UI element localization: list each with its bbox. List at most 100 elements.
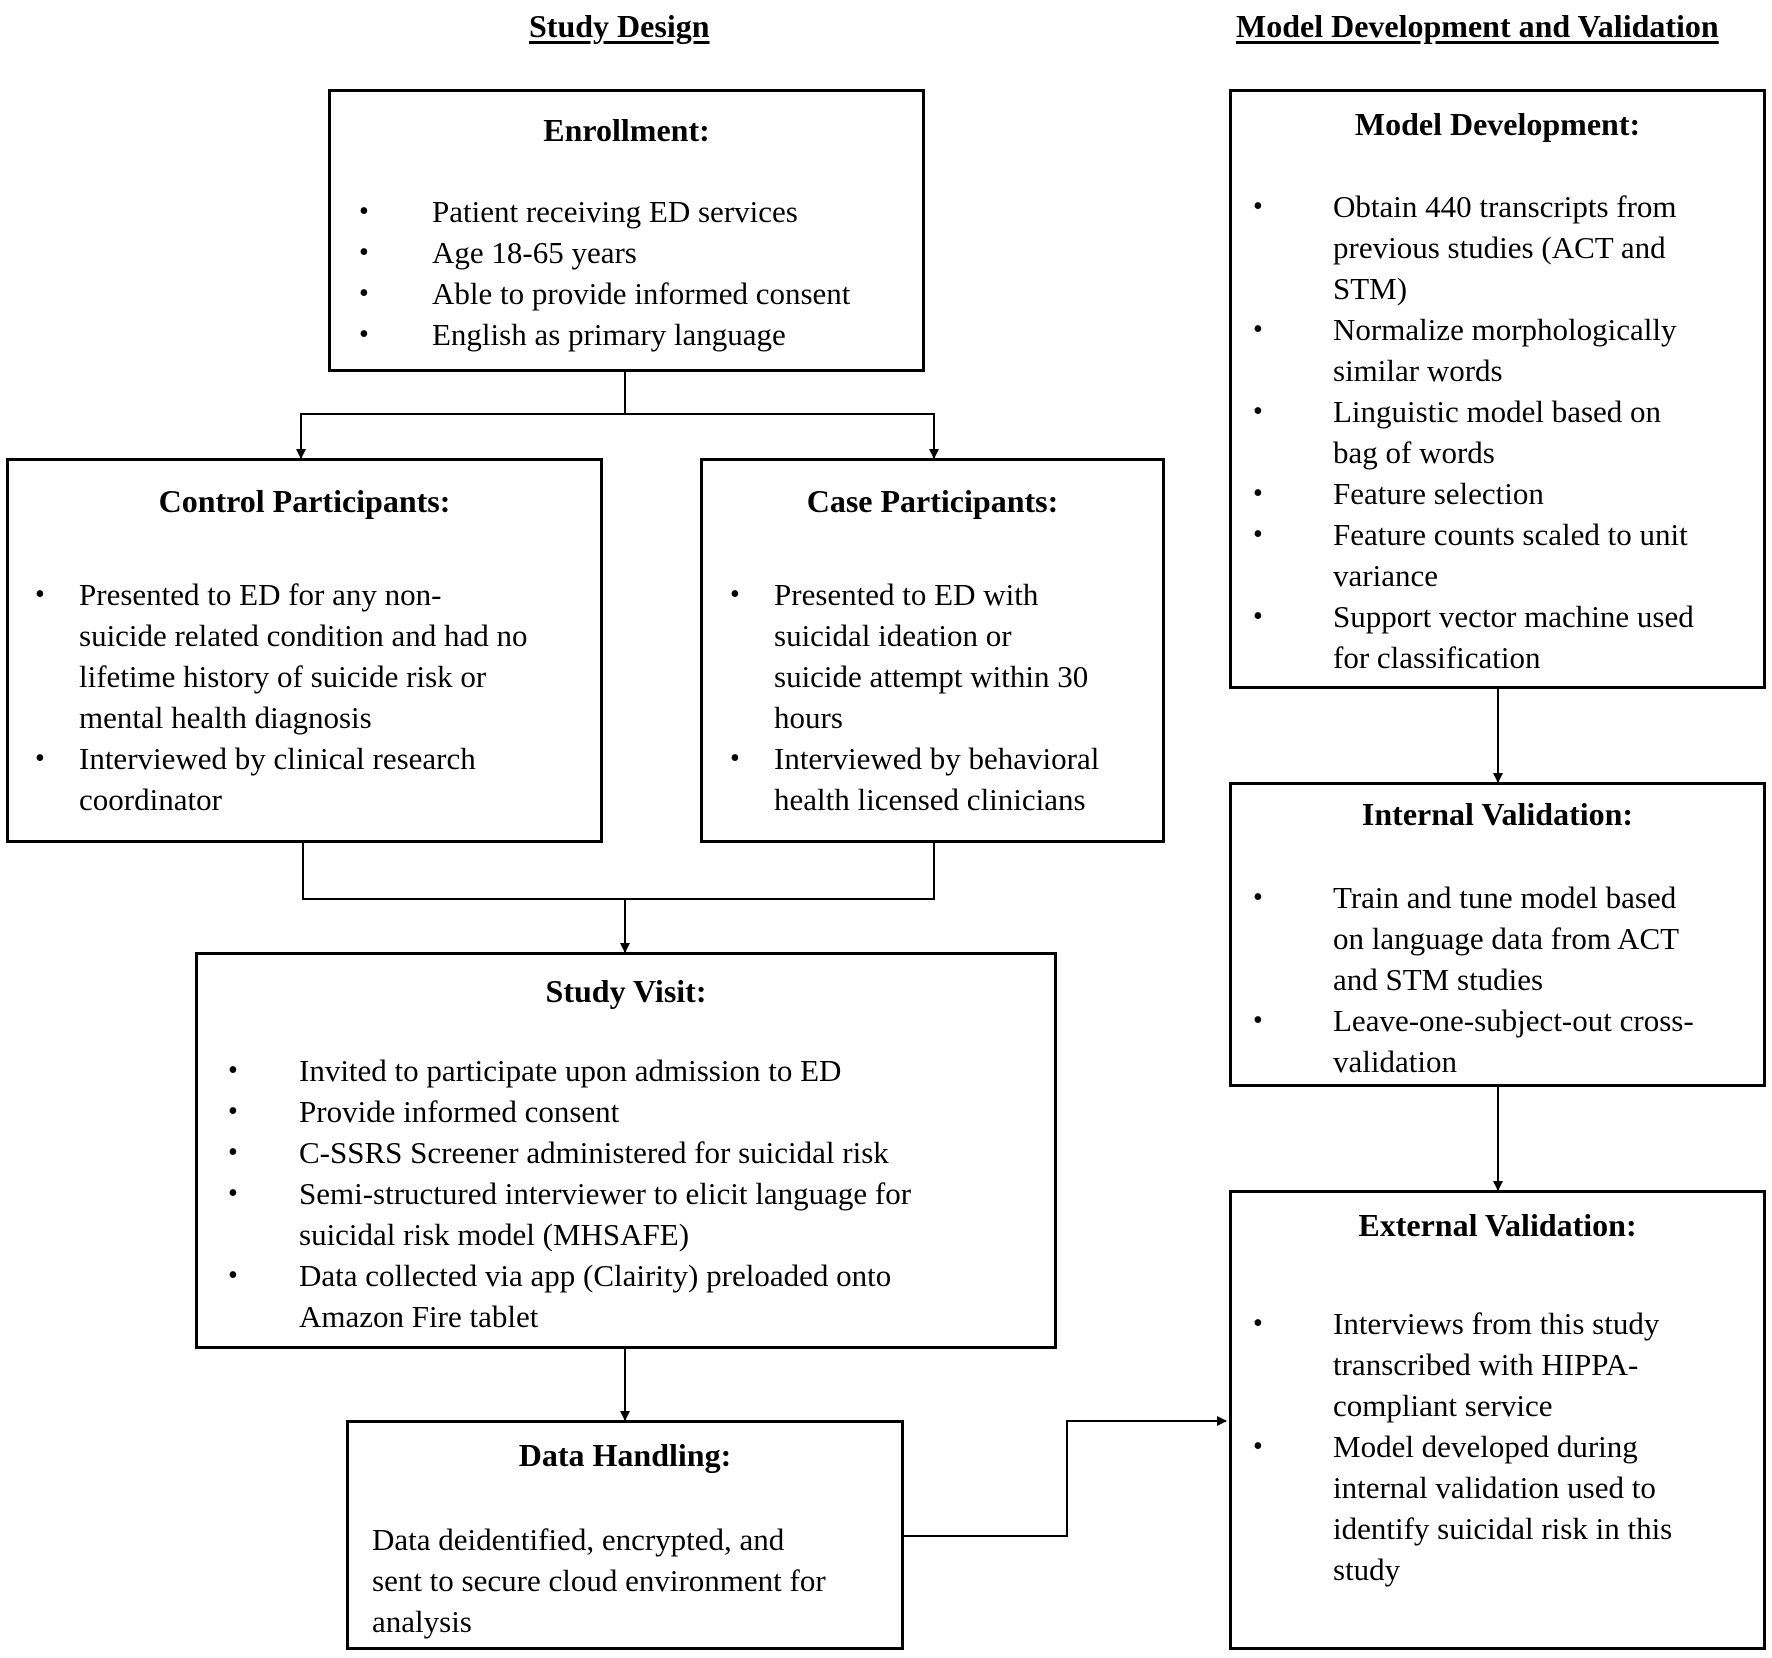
line: Feature counts scaled to unit bbox=[1333, 517, 1688, 552]
external-validation-list: Interviews from this study transcribed w… bbox=[1253, 1303, 1673, 1590]
list-item: Provide informed consent bbox=[228, 1091, 911, 1132]
line: coordinator bbox=[79, 782, 222, 817]
data-handling-text: Data deidentified, encrypted, and sent t… bbox=[372, 1519, 826, 1642]
control-list: Presented to ED for any non- suicide rel… bbox=[35, 574, 528, 820]
line: Presented to ED for any non- bbox=[79, 577, 442, 612]
list-item: Presented to ED for any non- suicide rel… bbox=[35, 574, 528, 738]
list-item: Support vector machine used for classifi… bbox=[1253, 596, 1694, 678]
case-participants-title: Case Participants: bbox=[806, 483, 1059, 519]
line: Interviews from this study bbox=[1333, 1306, 1660, 1341]
line: internal validation used to bbox=[1333, 1470, 1656, 1505]
internal-validation-list: Train and tune model based on language d… bbox=[1253, 877, 1694, 1082]
line: on language data from ACT bbox=[1333, 921, 1680, 956]
list-item: Interviews from this study transcribed w… bbox=[1253, 1303, 1672, 1426]
line: Support vector machine used bbox=[1333, 599, 1694, 634]
data-handling-title: Data Handling: bbox=[518, 1437, 732, 1473]
list-item: Model developed during internal validati… bbox=[1253, 1426, 1673, 1590]
line: Obtain 440 transcripts from bbox=[1333, 189, 1677, 224]
list-item: Linguistic model based on bag of words bbox=[1253, 391, 1694, 473]
line: Train and tune model based bbox=[1333, 880, 1677, 915]
line: Presented to ED with bbox=[774, 577, 1039, 612]
list-item: Obtain 440 transcripts from previous stu… bbox=[1253, 186, 1694, 309]
model-development-list: Obtain 440 transcripts from previous stu… bbox=[1253, 186, 1694, 678]
line: mental health diagnosis bbox=[79, 700, 372, 735]
line: suicidal risk model (MHSAFE) bbox=[299, 1217, 690, 1252]
study-visit-title: Study Visit: bbox=[545, 973, 707, 1009]
line: Feature selection bbox=[1333, 476, 1544, 511]
model-development-header: Model Development and Validation bbox=[1236, 8, 1719, 44]
list-item: Interviewed by clinical research coordin… bbox=[35, 738, 528, 820]
line: STM) bbox=[1333, 271, 1408, 306]
line: Data deidentified, encrypted, and bbox=[372, 1522, 785, 1557]
data-handling-box: Data Handling: Data deidentified, encryp… bbox=[346, 1420, 904, 1650]
line: Linguistic model based on bbox=[1333, 394, 1662, 429]
enrollment-title: Enrollment: bbox=[543, 112, 710, 148]
external-validation-title: External Validation: bbox=[1358, 1207, 1637, 1243]
model-development-box: Model Development: Obtain 440 transcript… bbox=[1229, 89, 1766, 689]
list-item: Semi-structured interviewer to elicit la… bbox=[228, 1173, 912, 1255]
study-visit-box: Study Visit: Invited to participate upon… bbox=[195, 952, 1057, 1349]
line: Invited to participate upon admission to… bbox=[299, 1053, 842, 1088]
study-design-header: Study Design bbox=[529, 8, 710, 44]
model-development-title: Model Development: bbox=[1354, 106, 1641, 142]
list-item: Train and tune model based on language d… bbox=[1253, 877, 1694, 1000]
internal-validation-box: Internal Validation: Train and tune mode… bbox=[1229, 782, 1766, 1087]
line: and STM studies bbox=[1333, 962, 1544, 997]
line: health licensed clinicians bbox=[774, 782, 1086, 817]
list-item: Feature counts scaled to unit variance bbox=[1253, 514, 1694, 596]
list-item: Feature selection bbox=[1253, 473, 1694, 514]
list-item: Able to provide informed consent bbox=[359, 273, 850, 314]
line: Model developed during bbox=[1333, 1429, 1638, 1464]
list-item: C-SSRS Screener administered for suicida… bbox=[228, 1132, 911, 1173]
line: bag of words bbox=[1333, 435, 1495, 470]
control-participants-box: Control Participants: Presented to ED fo… bbox=[6, 458, 603, 843]
case-list: Presented to ED with suicidal ideation o… bbox=[730, 574, 1100, 820]
line: Semi-structured interviewer to elicit la… bbox=[299, 1176, 912, 1211]
line: previous studies (ACT and bbox=[1333, 230, 1666, 265]
enrollment-box: Enrollment: Patient receiving ED service… bbox=[328, 89, 925, 372]
line: study bbox=[1333, 1552, 1401, 1587]
line: compliant service bbox=[1333, 1388, 1553, 1423]
line: lifetime history of suicide risk or bbox=[79, 659, 487, 694]
line: hours bbox=[774, 700, 843, 735]
list-item: Interviewed by behavioral health license… bbox=[730, 738, 1100, 820]
arrow-participants-to-visit bbox=[302, 843, 935, 952]
line: similar words bbox=[1333, 353, 1503, 388]
line: for classification bbox=[1333, 640, 1541, 675]
list-item: Presented to ED with suicidal ideation o… bbox=[730, 574, 1099, 738]
line: analysis bbox=[372, 1604, 472, 1639]
enrollment-list: Patient receiving ED services Age 18-65 … bbox=[359, 191, 850, 355]
control-participants-title: Control Participants: bbox=[158, 483, 451, 519]
line: identify suicidal risk in this bbox=[1333, 1511, 1673, 1546]
line: Provide informed consent bbox=[299, 1094, 620, 1129]
external-validation-box: External Validation: Interviews from thi… bbox=[1229, 1190, 1766, 1650]
list-item: Data collected via app (Clairity) preloa… bbox=[228, 1255, 911, 1337]
list-item: English as primary language bbox=[359, 314, 850, 355]
list-item: Patient receiving ED services bbox=[359, 191, 850, 232]
study-visit-list: Invited to participate upon admission to… bbox=[228, 1050, 912, 1337]
line: Interviewed by behavioral bbox=[774, 741, 1100, 776]
list-item: Normalize morphologically similar words bbox=[1253, 309, 1694, 391]
arrow-enrollment-to-control bbox=[296, 372, 626, 459]
list-item: Invited to participate upon admission to… bbox=[228, 1050, 911, 1091]
line: Data collected via app (Clairity) preloa… bbox=[299, 1258, 892, 1293]
line: Amazon Fire tablet bbox=[299, 1299, 539, 1334]
internal-validation-title: Internal Validation: bbox=[1361, 796, 1634, 832]
line: suicide attempt within 30 bbox=[774, 659, 1089, 694]
arrow-handling-to-external bbox=[904, 1416, 1227, 1537]
line: transcribed with HIPPA- bbox=[1333, 1347, 1639, 1382]
line: suicidal ideation or bbox=[774, 618, 1012, 653]
list-item: Leave-one-subject-out cross- validation bbox=[1253, 1000, 1694, 1082]
line: sent to secure cloud environment for bbox=[372, 1563, 826, 1598]
list-item: Age 18-65 years bbox=[359, 232, 850, 273]
line: C-SSRS Screener administered for suicida… bbox=[299, 1135, 889, 1170]
arrow-enrollment-to-case bbox=[625, 413, 939, 459]
line: suicide related condition and had no bbox=[79, 618, 528, 653]
case-participants-box: Case Participants: Presented to ED with … bbox=[700, 458, 1165, 843]
line: validation bbox=[1333, 1044, 1457, 1079]
line: Interviewed by clinical research bbox=[79, 741, 476, 776]
line: Leave-one-subject-out cross- bbox=[1333, 1003, 1694, 1038]
line: Normalize morphologically bbox=[1333, 312, 1677, 347]
line: variance bbox=[1333, 558, 1438, 593]
